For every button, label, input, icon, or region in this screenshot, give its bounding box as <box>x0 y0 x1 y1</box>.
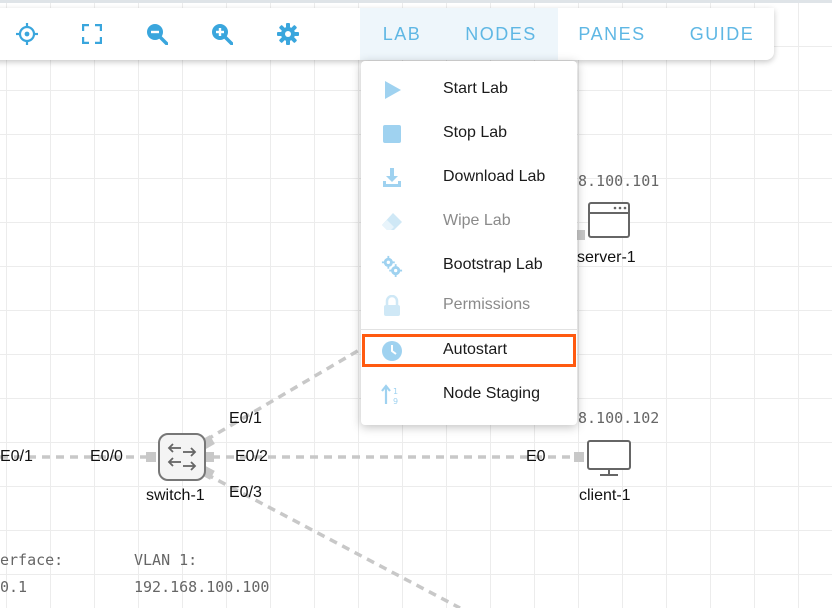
eraser-icon <box>381 211 403 233</box>
open-menu-background <box>360 8 558 60</box>
zoom-out-button[interactable] <box>144 21 170 47</box>
play-icon <box>381 79 403 101</box>
fit-view-button[interactable] <box>79 21 105 47</box>
svg-text:1: 1 <box>393 387 398 396</box>
crosshair-icon <box>16 23 38 45</box>
client-ip-label: 8.100.102 <box>578 409 660 427</box>
lock-icon <box>381 295 403 317</box>
server-icon <box>588 202 630 238</box>
menu-item-label: Bootstrap Lab <box>443 256 543 273</box>
zoom-out-icon <box>147 24 168 45</box>
link-switch-server <box>205 344 367 442</box>
menu-item-label: Download Lab <box>443 168 546 185</box>
menu-item-label: Autostart <box>443 341 508 358</box>
monitor-icon <box>587 440 631 476</box>
switch-icon <box>158 433 206 481</box>
switch-label[interactable]: switch-1 <box>146 487 205 504</box>
menu-item-node-staging[interactable]: 1 9 Node Staging <box>361 375 577 415</box>
port-label-e0-0: E0/0 <box>90 448 123 465</box>
port-marker <box>146 452 156 462</box>
zoom-in-icon <box>212 24 233 45</box>
fullscreen-icon <box>82 24 102 44</box>
annotation-ip-left: 0.1 <box>0 578 28 596</box>
top-toolbar: LAB NODES PANES GUIDE <box>0 8 774 60</box>
menu-item-label: Start Lab <box>443 80 508 97</box>
download-icon <box>381 167 403 189</box>
annotation-vlan: VLAN 1: <box>134 551 198 569</box>
settings-button[interactable] <box>275 21 301 47</box>
menu-item-start-lab[interactable]: Start Lab <box>361 70 577 110</box>
svg-text:9: 9 <box>393 397 398 406</box>
link-switch-bottom <box>205 472 461 608</box>
tab-lab[interactable]: LAB <box>382 23 422 44</box>
lab-menu-dropdown: Start Lab Stop Lab Download Lab Wipe Lab <box>361 61 577 425</box>
menu-item-bootstrap-lab[interactable]: Bootstrap Lab <box>361 246 577 286</box>
tab-panes[interactable]: PANES <box>578 23 646 44</box>
menu-divider <box>361 329 577 330</box>
menu-item-wipe-lab: Wipe Lab <box>361 202 577 242</box>
client-label[interactable]: client-1 <box>579 487 631 504</box>
top-border <box>0 0 832 3</box>
menu-item-label: Stop Lab <box>443 124 508 141</box>
sort-icon: 1 9 <box>381 384 403 406</box>
left-port-label: E0/1 <box>0 448 33 465</box>
zoom-in-button[interactable] <box>209 21 235 47</box>
stop-icon <box>381 123 403 145</box>
menu-item-label: Wipe Lab <box>443 212 511 229</box>
tab-nodes[interactable]: NODES <box>465 23 537 44</box>
port-marker <box>204 452 214 462</box>
client-port-label: E0 <box>526 448 546 465</box>
server-ip-label: 8.100.101 <box>578 172 660 190</box>
menu-item-stop-lab[interactable]: Stop Lab <box>361 114 577 154</box>
port-label-e0-2: E0/2 <box>235 448 268 465</box>
menu-item-permissions: Permissions <box>361 286 577 326</box>
server-label[interactable]: server-1 <box>577 249 636 266</box>
menu-item-label: Node Staging <box>443 385 540 402</box>
tab-guide[interactable]: GUIDE <box>689 23 755 44</box>
menu-item-download-lab[interactable]: Download Lab <box>361 158 577 198</box>
menu-item-label: Permissions <box>443 296 531 313</box>
clock-icon <box>381 340 403 362</box>
menu-item-autostart[interactable]: Autostart <box>361 331 577 371</box>
annotation-interface: erface: <box>0 551 64 569</box>
annotation-vlan-ip: 192.168.100.100 <box>134 578 270 596</box>
gears-icon <box>381 255 403 277</box>
port-label-e0-3: E0/3 <box>229 484 262 501</box>
port-marker <box>574 452 584 462</box>
port-label-e0-1: E0/1 <box>229 410 262 427</box>
port-marker <box>575 230 585 240</box>
locate-button[interactable] <box>14 21 40 47</box>
gear-icon <box>277 23 299 45</box>
